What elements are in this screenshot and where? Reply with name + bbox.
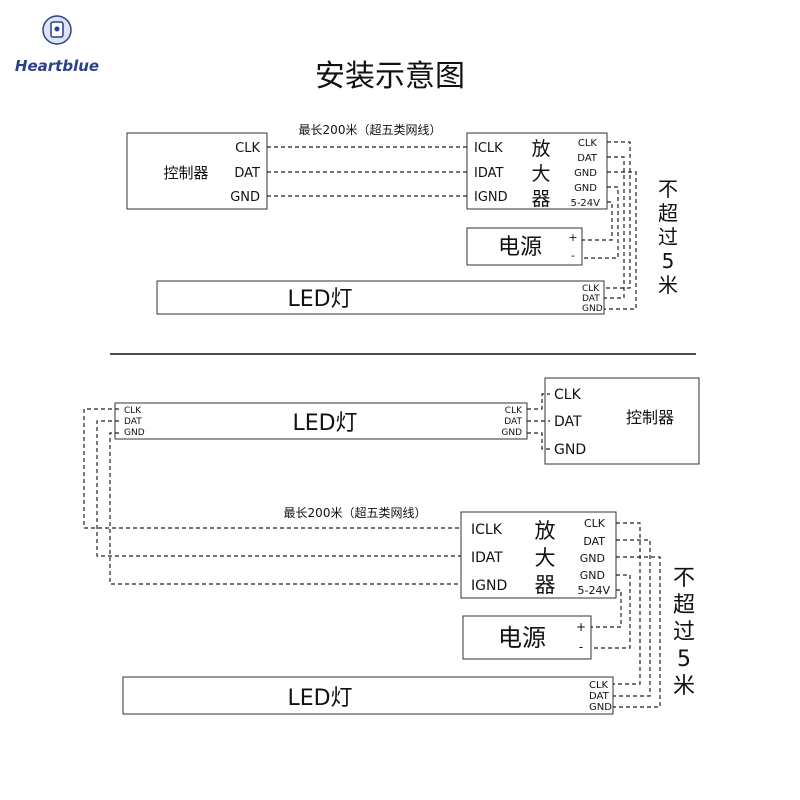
d2-amp-out-dat: DAT	[583, 535, 605, 548]
d1-led-box	[156, 280, 605, 315]
d1-amp-in-dat: IDAT	[474, 166, 503, 181]
d1-limit-4: 5	[662, 249, 675, 273]
d2-wire-amp-gnd	[109, 432, 463, 585]
d1-amplifier-box	[466, 132, 608, 210]
d1-amp-name-2: 大	[531, 163, 550, 185]
d1-limit-5: 米	[658, 273, 678, 297]
d1-led-label: LED灯	[287, 287, 352, 312]
d2-led-bottom-pin-clk: CLK	[589, 680, 609, 691]
d2-power-box	[462, 615, 592, 660]
d2-led-top-left-gnd: GND	[124, 428, 145, 438]
d1-amp-name-3: 器	[531, 188, 550, 210]
d1-wire-power-minus	[582, 186, 619, 259]
d2-limit-3: 过	[673, 620, 695, 645]
d1-led-pin-clk: CLK	[582, 284, 600, 294]
d2-controller-box	[544, 377, 700, 465]
d2-wire-amp-clk	[83, 408, 463, 529]
d1-led-pin-gnd: GND	[582, 304, 603, 314]
d1-power-plus: +	[568, 231, 577, 244]
d2-amp-name-3: 器	[535, 573, 556, 597]
page-title: 安装示意图	[315, 59, 465, 94]
d2-limit-1: 不	[673, 566, 695, 591]
d1-amp-out-gnd2: GND	[574, 183, 597, 194]
d2-wire-power-minus	[591, 574, 631, 649]
d2-wire-out-dat	[613, 539, 651, 697]
d2-wire-out-clk	[613, 522, 641, 685]
d2-wire-amp-dat	[96, 420, 463, 557]
d1-amp-in-clk: ICLK	[474, 141, 503, 156]
d2-limit-4: 5	[677, 647, 691, 672]
logo-icon-dot	[54, 26, 60, 32]
d2-led-top-right-dat: DAT	[504, 417, 522, 427]
d2-amp-out-gnd: GND	[580, 552, 605, 565]
d2-power-plus: +	[576, 620, 586, 634]
d1-wire-power-plus	[582, 201, 613, 241]
d2-led-top-left-clk: CLK	[124, 406, 142, 416]
d1-amp-out-clk: CLK	[578, 138, 598, 149]
d2-controller-pin-dat: DAT	[554, 414, 582, 430]
d2-amp-in-gnd: IGND	[471, 578, 507, 594]
d2-led-bottom-box	[122, 676, 614, 715]
d2-led-top-label: LED灯	[292, 411, 357, 436]
d1-power-box	[466, 227, 583, 266]
d2-led-top-left-dat: DAT	[124, 417, 142, 427]
d2-wire-ctrl-clk	[527, 393, 550, 410]
heartblue-logo: Heartblue	[15, 15, 99, 75]
d2-amp-voltage: 5-24V	[578, 584, 611, 597]
d1-limit-1: 不	[658, 177, 678, 201]
d1-amp-name-1: 放	[531, 138, 550, 160]
d2-wire-power-plus	[591, 589, 622, 628]
d1-limit-3: 过	[658, 225, 678, 249]
logo-text: Heartblue	[15, 57, 99, 75]
d2-led-top-right-clk: CLK	[505, 406, 523, 416]
d1-controller-pin-clk: CLK	[235, 141, 260, 156]
d2-amplifier-box	[460, 511, 617, 599]
d2-power-minus: -	[579, 640, 583, 654]
d1-wire-out-gnd	[604, 171, 637, 310]
d2-amp-name-2: 大	[535, 546, 556, 570]
d2-controller-pin-gnd: GND	[554, 442, 586, 458]
d2-amp-out-gnd2: GND	[580, 569, 605, 582]
d2-amp-in-clk: ICLK	[471, 522, 503, 538]
d1-amp-out-dat: DAT	[577, 153, 598, 164]
d2-led-bottom-pin-dat: DAT	[589, 691, 610, 702]
d2-led-bottom-label: LED灯	[287, 686, 352, 711]
d1-amp-out-gnd: GND	[574, 168, 597, 179]
d2-limit-2: 超	[673, 593, 695, 618]
d2-led-top-box	[114, 402, 528, 440]
d1-amp-voltage: 5-24V	[570, 198, 600, 209]
d1-amp-in-gnd: IGND	[474, 190, 508, 205]
d1-cable-note: 最长200米（超五类网线）	[299, 122, 442, 137]
diagram-1: 控制器 CLK DAT GND 最长200米（超五类网线） ICLK IDAT …	[126, 122, 678, 315]
d1-controller-pin-gnd: GND	[230, 190, 260, 205]
d1-power-minus: -	[571, 249, 575, 262]
d1-controller-label: 控制器	[163, 164, 208, 182]
d2-controller-pin-clk: CLK	[554, 387, 582, 403]
d2-cable-note: 最长200米（超五类网线）	[284, 505, 427, 520]
d1-controller-box	[126, 132, 268, 210]
d2-led-bottom-pin-gnd: GND	[589, 702, 612, 713]
d2-wire-ctrl-gnd	[527, 432, 550, 450]
d1-controller-pin-dat: DAT	[234, 166, 260, 181]
d2-power-label: 电源	[498, 624, 546, 652]
d2-amp-out-clk: CLK	[584, 517, 606, 530]
d1-wire-out-dat	[604, 156, 625, 299]
d1-led-pin-dat: DAT	[582, 294, 600, 304]
d1-wire-out-clk	[604, 141, 631, 289]
d2-controller-label: 控制器	[626, 408, 674, 427]
d2-limit-5: 米	[673, 674, 695, 699]
d2-amp-name-1: 放	[535, 519, 556, 543]
d1-limit-2: 超	[658, 201, 678, 225]
d1-power-label: 电源	[498, 235, 542, 260]
d2-wire-out-gnd	[613, 556, 661, 708]
d2-amp-in-dat: IDAT	[471, 550, 503, 566]
diagram-2: LED灯 CLK DAT GND CLK DAT GND CLK DAT GND…	[83, 377, 700, 715]
d2-led-top-right-gnd: GND	[501, 428, 522, 438]
